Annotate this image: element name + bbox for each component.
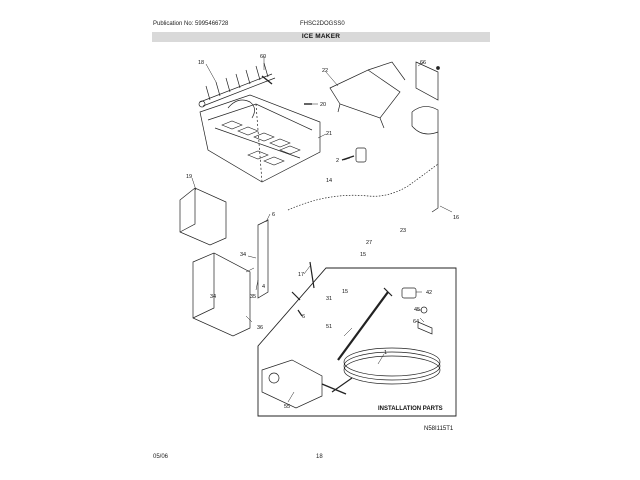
callout: 45 [414, 307, 420, 313]
installation-parts-box [257, 267, 457, 417]
callout: 2 [336, 158, 339, 164]
callout: 66 [420, 60, 426, 66]
callout: 1 [384, 350, 387, 356]
ejector-assembly [198, 62, 276, 108]
callout: 6 [302, 314, 305, 320]
callout: 35 [250, 294, 256, 300]
callout-labels: 18 60 22 66 20 21 2 14 19 16 6 23 27 15 … [186, 54, 459, 432]
callout: 36 [257, 325, 263, 331]
callout: 6 [272, 212, 275, 218]
callout: 19 [186, 174, 192, 180]
callout: 17 [298, 272, 304, 278]
mount-bracket [257, 219, 269, 299]
callout: 51 [326, 324, 332, 330]
callout: 16 [453, 215, 459, 221]
switch [309, 261, 315, 289]
publication-number: Publication No: 5995466728 [153, 21, 229, 27]
callout: 64 [413, 319, 419, 325]
callout: 42 [426, 290, 432, 296]
leader-lines [191, 56, 453, 403]
screws [261, 75, 367, 163]
section-title: ICE MAKER [301, 33, 341, 40]
callout: 4 [262, 284, 265, 290]
callout: 20 [320, 102, 326, 108]
fill-cup [411, 106, 439, 213]
callout: 14 [326, 178, 332, 184]
section-title-bar: ICE MAKER [152, 32, 490, 42]
callout: 23 [400, 228, 406, 234]
callout: 27 [366, 240, 372, 246]
callout: 55 [284, 404, 290, 410]
callout: 15 [360, 252, 366, 258]
model-number: FHSC2DOGSS0 [300, 21, 345, 27]
callout: 60 [260, 54, 266, 60]
callout: 31 [326, 296, 332, 302]
footer-date: 05/06 [153, 454, 169, 460]
shutoff-arm [329, 61, 406, 129]
callout: 34 [240, 252, 246, 258]
housing [192, 252, 251, 337]
bracket [415, 61, 439, 101]
callout: 15 [342, 289, 348, 295]
page-number: 18 [316, 454, 323, 460]
wire-harness [287, 163, 439, 211]
callout: 21 [326, 131, 332, 137]
ice-maker-assembly [199, 94, 321, 183]
diagram-reference: N58I115T1 [424, 426, 454, 432]
callout: 18 [198, 60, 204, 66]
front-cover [179, 187, 227, 246]
installation-parts-label: INSTALLATION PARTS [378, 406, 443, 412]
callout: 22 [322, 68, 328, 74]
callout: 34 [210, 294, 216, 300]
